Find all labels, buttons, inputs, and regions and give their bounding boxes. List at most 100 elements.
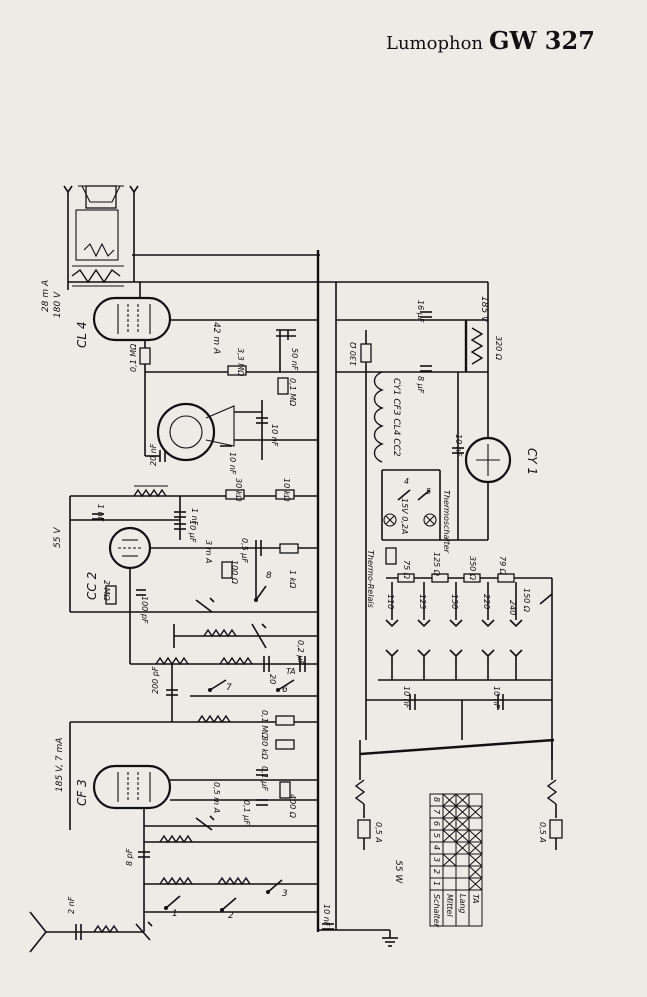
label-20pF: 20: [268, 674, 277, 684]
resistor-350: [463, 573, 481, 583]
label-c2n: 2 nF: [67, 896, 76, 914]
switch-table-cross-mark: [442, 805, 457, 819]
label-r100: 100 Ω: [230, 560, 239, 585]
label-r125: 125 Ω: [432, 552, 441, 577]
resistor-100: [221, 561, 233, 579]
mains-switch[interactable]: [359, 738, 555, 756]
resistor-75: [397, 573, 415, 583]
brand-name: Lumophon: [386, 33, 483, 54]
switch-table-cross-mark: [468, 877, 483, 891]
pilot-lamp-icon-2: [423, 513, 437, 527]
switch-table-cell: [442, 865, 457, 879]
coil-if: [197, 714, 231, 724]
switch-table-row-label: Mittel: [445, 894, 454, 917]
switch-label-1: 1: [172, 909, 178, 919]
model-name: GW 327: [489, 26, 595, 55]
resistor-400: [279, 781, 291, 799]
voltage-selector[interactable]: [385, 619, 523, 658]
label-r320: 320 Ω: [494, 336, 503, 361]
label-r01m2: 0,1 MΩ: [288, 378, 297, 407]
label-c10n-gnd: 10 nF: [322, 904, 331, 927]
coil-input-1: [159, 834, 193, 844]
label-r33m: 3,3 MΩ: [236, 348, 245, 377]
label-3mA: 3 m A: [204, 540, 213, 563]
switch-table-cross-mark: [455, 817, 470, 831]
switch-label-3: 3: [282, 889, 288, 899]
resistor-10k: [275, 489, 295, 500]
tube-cf3: [92, 764, 172, 810]
label-185V-7mA: 185 V, 7 mA: [55, 738, 65, 792]
fuse-right: [549, 819, 563, 839]
label-cf3: CF 3: [75, 779, 89, 806]
switch-table-cross-mark: [455, 805, 470, 819]
switch-label-5: 5: [426, 487, 431, 496]
label-180V: 180 V: [53, 291, 63, 318]
switch-table-column-number: 6: [432, 821, 441, 826]
pilot-lamp-icon: [383, 513, 397, 527]
coil-input-2: [159, 876, 193, 886]
switch-table-column-number: 5: [432, 833, 441, 838]
resistor-2M: [105, 585, 117, 605]
label-c8: 8 μF: [416, 376, 425, 394]
switch-table-header-label: Schalter: [432, 894, 441, 928]
speaker-terminal-right: [129, 185, 139, 282]
switch-table-cross-mark: [442, 853, 457, 867]
resistor-1k: [279, 543, 299, 554]
label-v125: 125: [418, 594, 427, 609]
coil-osc-3: [219, 656, 253, 666]
speaker-icon: [78, 185, 124, 209]
label-r130: 130 Ω: [349, 341, 358, 366]
fuse-left: [357, 819, 371, 839]
resistor-01M-2: [277, 377, 289, 395]
label-c10n-a: 10 nF: [270, 424, 279, 447]
label-c1n-a: 1 nF: [96, 504, 105, 522]
label-c10n-b: 10 nF: [228, 452, 237, 475]
switch-table-column-number: 2: [432, 869, 441, 874]
coil-osc-2: [155, 656, 189, 666]
label-fuse-r: 0,5 A: [538, 822, 547, 843]
label-c10n-l: 10 nF: [402, 686, 411, 709]
label-42mA: 42 m A: [211, 322, 221, 354]
label-r75: 75 Ω: [402, 560, 411, 580]
switch-label-6: 6: [282, 685, 288, 695]
label-cy1: CY 1: [525, 448, 539, 475]
switch-table-cell: [468, 817, 483, 831]
label-r150: 150 Ω: [522, 588, 531, 613]
label-185V: 185 V: [479, 296, 489, 323]
switch-table-cross-mark: [455, 841, 470, 855]
switch-table-cross-mark: [468, 865, 483, 879]
label-cl4: CL 4: [75, 321, 89, 348]
label-c16: 16 μF: [416, 300, 425, 323]
resistor-79: [497, 573, 515, 583]
switch-table-cross-mark: [442, 829, 457, 843]
label-thermo-relais: Thermo-Relais: [366, 550, 375, 608]
switch-table-cross-mark: [468, 853, 483, 867]
label-c8p: 8 pF: [125, 848, 134, 866]
label-heater-chain: CY1 CF3 CL4 CC2: [391, 378, 401, 457]
switch-table-cross-mark: [442, 817, 457, 831]
switch-table-cell: [442, 841, 457, 855]
switch-table-cell: [455, 865, 470, 879]
resistor-30k-2: [275, 739, 295, 750]
coil-antenna: [93, 924, 119, 934]
label-c02u: 0,2 μF: [296, 640, 305, 665]
label-cc2: CC 2: [85, 572, 99, 600]
label-c10n-r: 10 nF: [492, 686, 501, 709]
label-c05u: 0,5 μF: [240, 538, 249, 563]
label-r2m: 2 MΩ: [102, 580, 111, 602]
switch-table-cell: [468, 793, 483, 807]
tube-cl4: [92, 296, 172, 342]
label-power: 55 W: [393, 860, 403, 884]
label-v110: 110: [386, 594, 395, 609]
label-c01u2: 0,1 μF: [242, 800, 251, 825]
coil-osc-1: [203, 628, 237, 638]
label-c10u: 10 μF: [188, 520, 197, 543]
coil-input-3: [217, 876, 251, 886]
output-transformer-frame: [75, 209, 119, 261]
mains-choke-left: [354, 779, 366, 805]
label-v150: 150: [450, 594, 459, 609]
speaker-terminal-left: [63, 185, 73, 290]
